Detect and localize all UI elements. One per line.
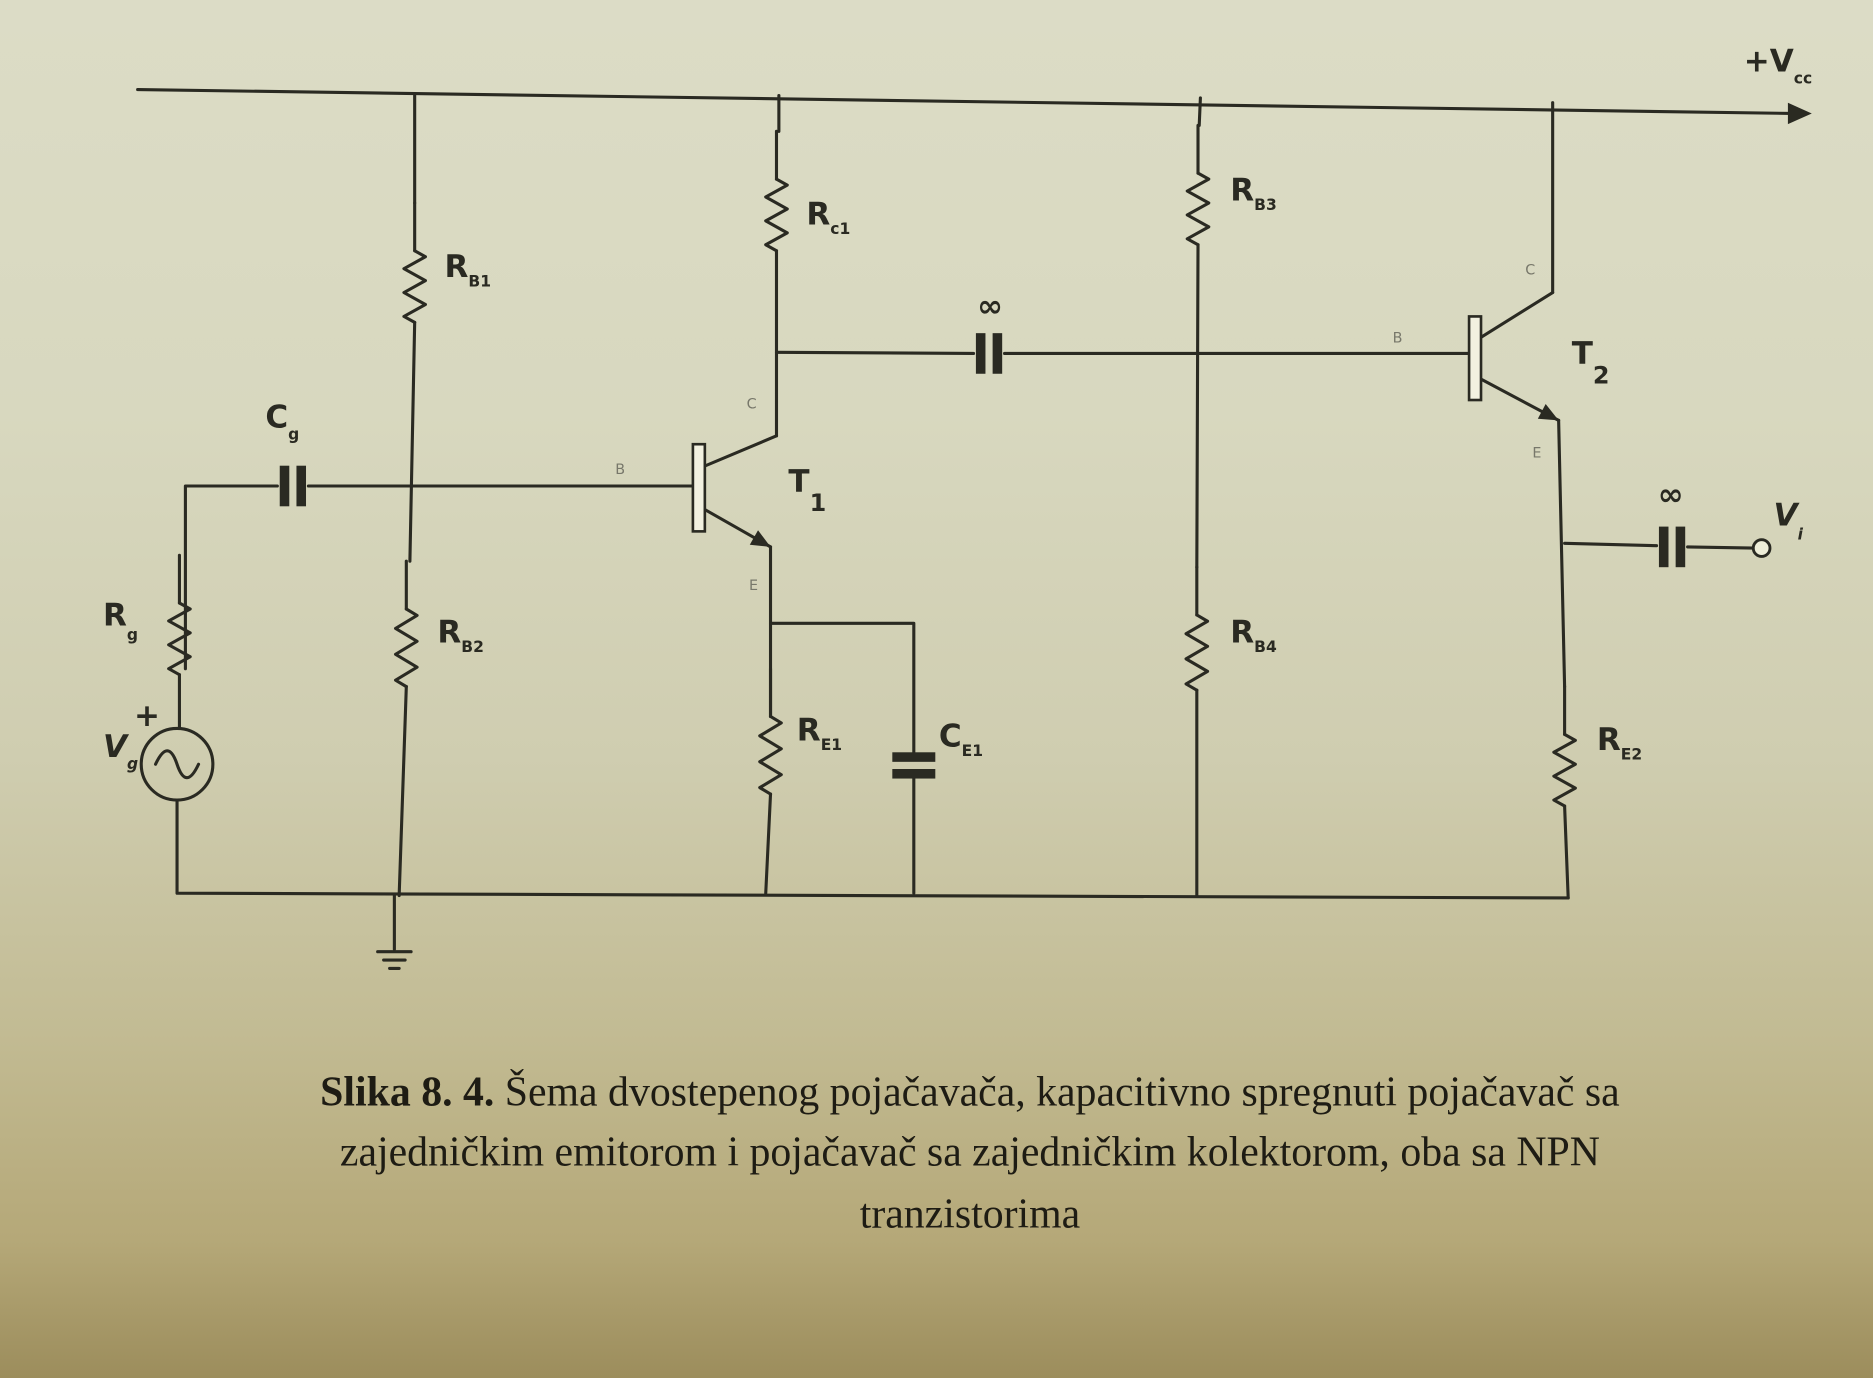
ce1-capacitor-plate	[892, 752, 936, 762]
rb2-label: RB2	[437, 614, 484, 656]
rb3-label: RB3	[1230, 173, 1277, 215]
t1-base-pin: B	[615, 462, 625, 478]
source-label: Vg	[103, 729, 138, 773]
wires	[136, 88, 1794, 951]
input-wire	[183, 484, 279, 671]
rb4-label: RB4	[1230, 614, 1277, 656]
rb1-label: RB1	[445, 249, 492, 291]
ce1-capacitor-plate	[892, 769, 936, 779]
rc1-label: Rc1	[806, 196, 850, 238]
cg-capacitor-plate	[296, 465, 307, 507]
re2-bottom	[1563, 804, 1570, 900]
bias-node-2	[1195, 243, 1200, 569]
t2-label: T2	[1572, 336, 1610, 389]
figure-caption: Slika 8. 4. Šema dvostepenog pojačavača,…	[320, 1069, 1620, 1238]
output-wire-right	[1686, 545, 1755, 550]
coupling-capacitor-plate	[975, 333, 986, 374]
source-polarity: +	[134, 698, 160, 734]
caption-line-3: tranzistorima	[860, 1192, 1080, 1238]
t2-emitter-wire	[1557, 418, 1567, 689]
ac-source-icon	[139, 726, 215, 802]
cg-label: Cg	[265, 399, 299, 443]
coupling-cap-label: ∞	[977, 288, 1003, 324]
output-capacitor-plate	[1675, 526, 1686, 568]
rg-label: Rg	[103, 598, 138, 644]
caption-line-1: Slika 8. 4. Šema dvostepenog pojačavača,…	[320, 1069, 1620, 1116]
re1-label: RE1	[797, 712, 842, 754]
t2-base-pin: B	[1393, 331, 1403, 347]
t1-transistor-base-bar	[691, 442, 707, 533]
ground-icon	[376, 950, 413, 970]
ground-bus	[175, 798, 1570, 900]
t1-transistor-emitter-arrow	[749, 530, 771, 547]
output-terminal-icon	[1751, 538, 1772, 558]
vcc-rail	[136, 88, 1794, 115]
rg-resistor	[167, 601, 192, 677]
output-cap-label: ∞	[1658, 477, 1684, 513]
t2-transistor-collector	[1479, 291, 1555, 339]
rb1-resistor	[402, 249, 427, 324]
vcc-label: +Vcc	[1744, 44, 1812, 88]
t2-emitter-pin: E	[1532, 445, 1541, 461]
rb2-bottom	[397, 685, 408, 898]
t1-collector-pin: C	[747, 396, 757, 412]
t2-transistor-emitter-arrow	[1537, 403, 1559, 421]
bias-node-1	[408, 320, 417, 563]
ce1-label: CE1	[939, 718, 983, 760]
t1-emitter-pin: E	[749, 578, 758, 594]
output-capacitor-plate	[1658, 526, 1669, 568]
sine-wave-icon	[154, 749, 201, 780]
coupling-capacitor-plate	[992, 333, 1003, 374]
re1-resistor	[758, 714, 783, 796]
re2-label: RE2	[1597, 722, 1642, 764]
ce1-wire	[768, 621, 916, 754]
rb4-resistor	[1184, 613, 1210, 692]
output-label: Vi	[1774, 497, 1804, 543]
rb3-resistor	[1185, 171, 1211, 247]
rb3-top	[1197, 96, 1202, 127]
re2-resistor	[1552, 732, 1577, 808]
t1-label: T1	[788, 464, 826, 517]
cg-capacitor-plate	[279, 465, 290, 507]
t2-transistor-base-bar	[1467, 315, 1483, 402]
vcc-arrow-icon	[1787, 102, 1812, 125]
rc1-resistor	[764, 177, 789, 253]
coupling-wire-left	[774, 350, 976, 356]
rb2-resistor	[394, 607, 419, 689]
output-wire-left	[1563, 541, 1659, 548]
t2-collector-pin: C	[1525, 263, 1535, 279]
re1-bottom	[764, 792, 773, 895]
components	[139, 102, 1812, 970]
t1-transistor-collector	[703, 434, 779, 468]
caption-line-2: zajedničkim emitorom i pojačavač sa zaje…	[340, 1129, 1600, 1175]
